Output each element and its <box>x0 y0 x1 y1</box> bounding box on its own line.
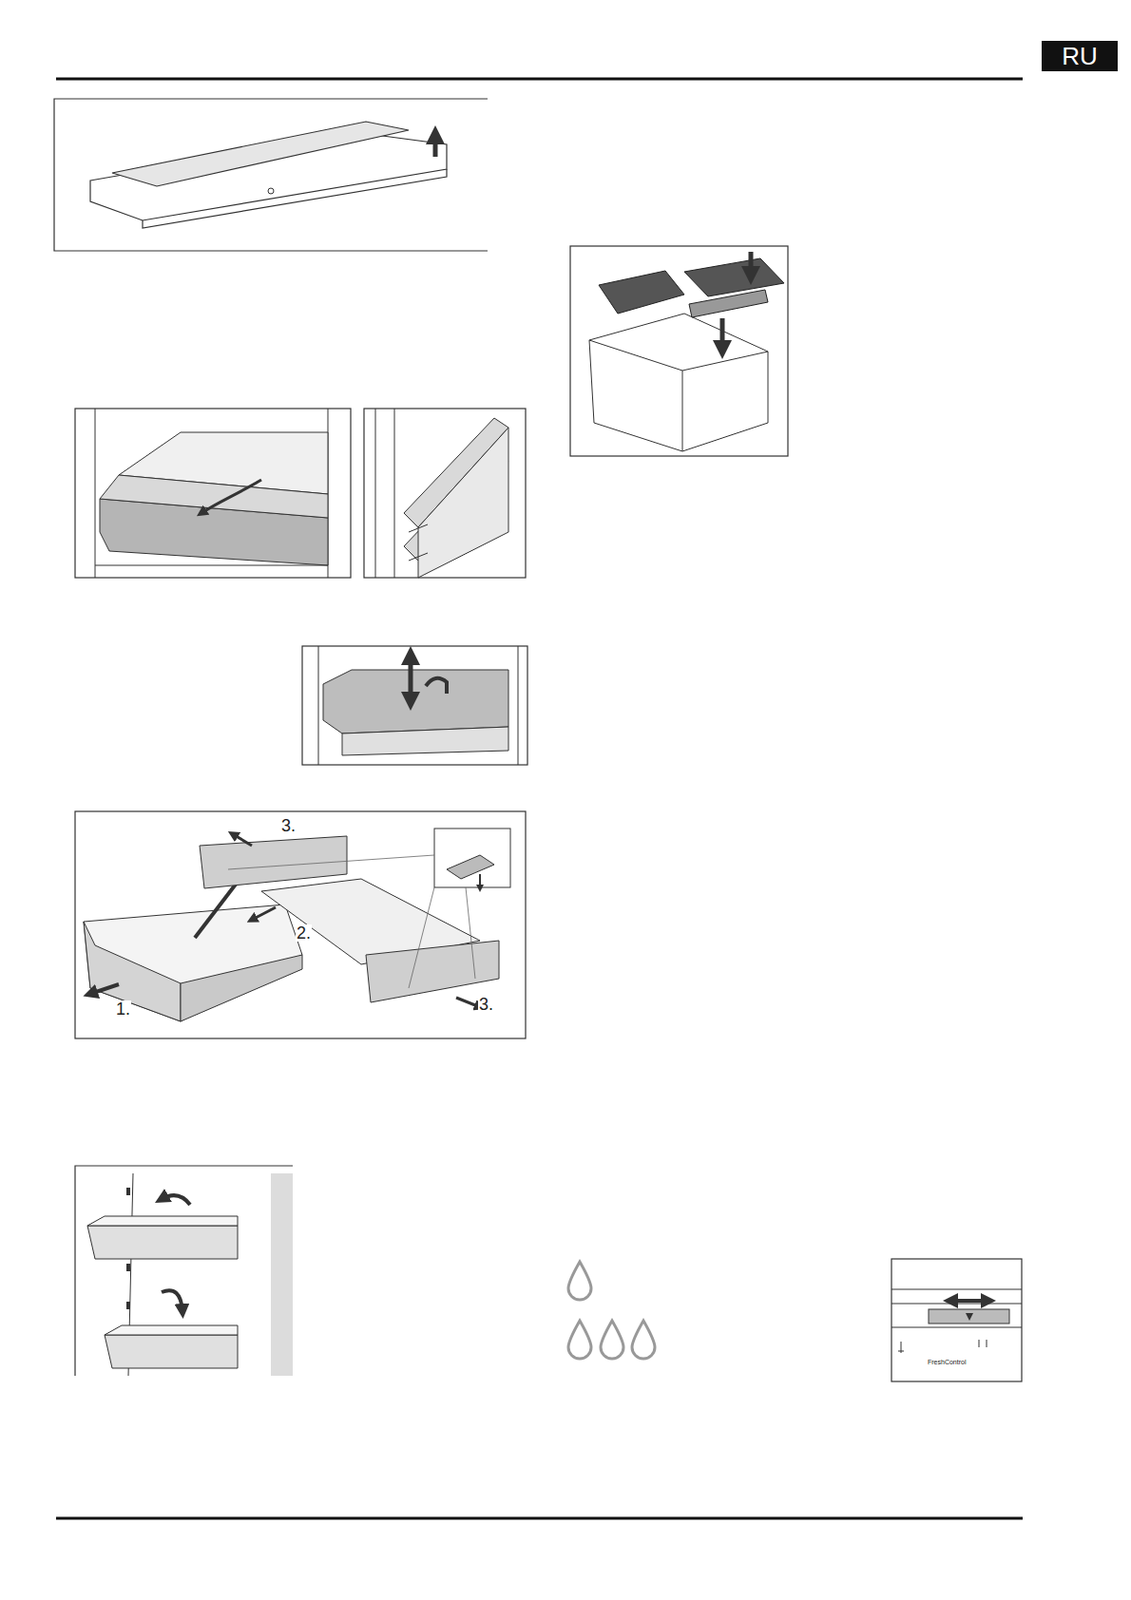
step-number: 3. <box>280 817 297 835</box>
language-code: RU <box>1061 43 1098 69</box>
bottom-rule <box>56 1517 1023 1521</box>
panel-label: FreshControl <box>926 1359 967 1366</box>
top-rule <box>56 77 1023 81</box>
plate-figure <box>54 98 488 251</box>
language-tab: RU <box>1041 40 1118 72</box>
step-number: 3. <box>478 996 495 1014</box>
drawer-height-figure <box>302 646 528 766</box>
step-number: 1. <box>115 1000 132 1018</box>
rail-figure <box>364 408 526 578</box>
drawer-figure <box>75 408 351 578</box>
step-number: 2. <box>295 924 312 942</box>
control-slider-figure <box>891 1259 1022 1382</box>
humidity-icons <box>568 1262 655 1360</box>
door-shelf-figure <box>75 1166 293 1377</box>
basket-figure <box>570 246 788 457</box>
dismantle-figure <box>75 811 526 1039</box>
